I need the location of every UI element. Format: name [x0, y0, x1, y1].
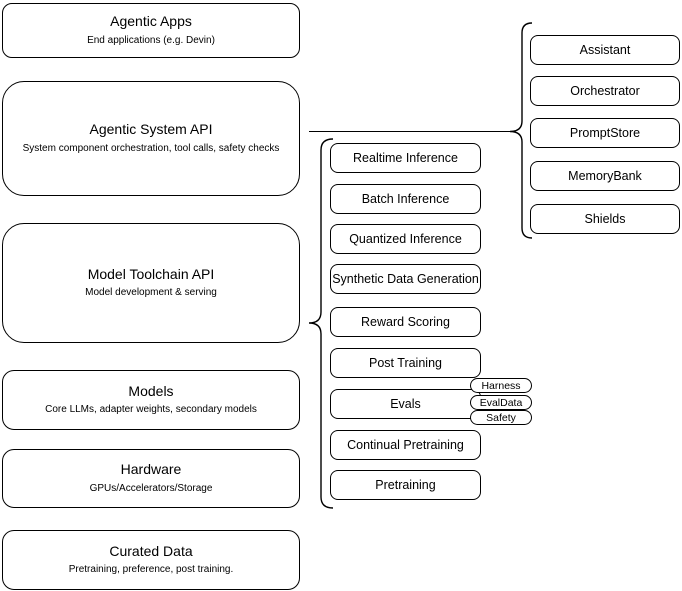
layer-title: Agentic Apps: [110, 13, 192, 30]
layer-title: Hardware: [120, 461, 182, 478]
toolchain-item-pretraining: Pretraining: [330, 470, 481, 500]
component-orchestrator: Orchestrator: [530, 76, 680, 106]
layer-model-toolchain-api: Model Toolchain API Model development & …: [2, 223, 300, 343]
layer-models: Models Core LLMs, adapter weights, secon…: [2, 370, 300, 430]
toolchain-item-realtime-inference: Realtime Inference: [330, 143, 481, 173]
component-assistant: Assistant: [530, 35, 680, 65]
toolchain-item-batch-inference: Batch Inference: [330, 184, 481, 214]
layer-title: Curated Data: [109, 542, 193, 559]
component-promptstore: PromptStore: [530, 118, 680, 148]
layer-subtitle: Model development & serving: [85, 287, 217, 299]
eval-badge-safety: Safety: [470, 410, 532, 425]
layer-title: Agentic System API: [89, 121, 213, 138]
layer-title: Models: [128, 382, 174, 399]
layer-agentic-system-api: Agentic System API System component orch…: [2, 81, 300, 196]
toolchain-item-quantized-inference: Quantized Inference: [330, 224, 481, 254]
layer-subtitle: End applications (e.g. Devin): [87, 34, 215, 46]
toolchain-item-evals: Evals: [330, 389, 481, 419]
layer-title: Model Toolchain API: [87, 265, 215, 282]
layer-hardware: Hardware GPUs/Accelerators/Storage: [2, 449, 300, 508]
layer-subtitle: Pretraining, preference, post training.: [68, 564, 234, 576]
toolchain-item-synthetic-data-generation: Synthetic Data Generation: [330, 264, 481, 294]
toolchain-group-brace: [308, 138, 334, 509]
layer-subtitle: System component orchestration, tool cal…: [22, 142, 280, 154]
eval-badge-evaldata: EvalData: [470, 395, 532, 410]
layer-agentic-apps: Agentic Apps End applications (e.g. Devi…: [2, 3, 300, 58]
layer-curated-data: Curated Data Pretraining, preference, po…: [2, 530, 300, 590]
layer-subtitle: GPUs/Accelerators/Storage: [89, 482, 213, 494]
toolchain-item-post-training: Post Training: [330, 348, 481, 378]
eval-badge-harness: Harness: [470, 378, 532, 393]
toolchain-item-reward-scoring: Reward Scoring: [330, 307, 481, 337]
component-memorybank: MemoryBank: [530, 161, 680, 191]
toolchain-item-continual-pretraining: Continual Pretraining: [330, 430, 481, 460]
component-shields: Shields: [530, 204, 680, 234]
system-components-brace: [509, 22, 533, 239]
layer-subtitle: Core LLMs, adapter weights, secondary mo…: [45, 404, 257, 416]
